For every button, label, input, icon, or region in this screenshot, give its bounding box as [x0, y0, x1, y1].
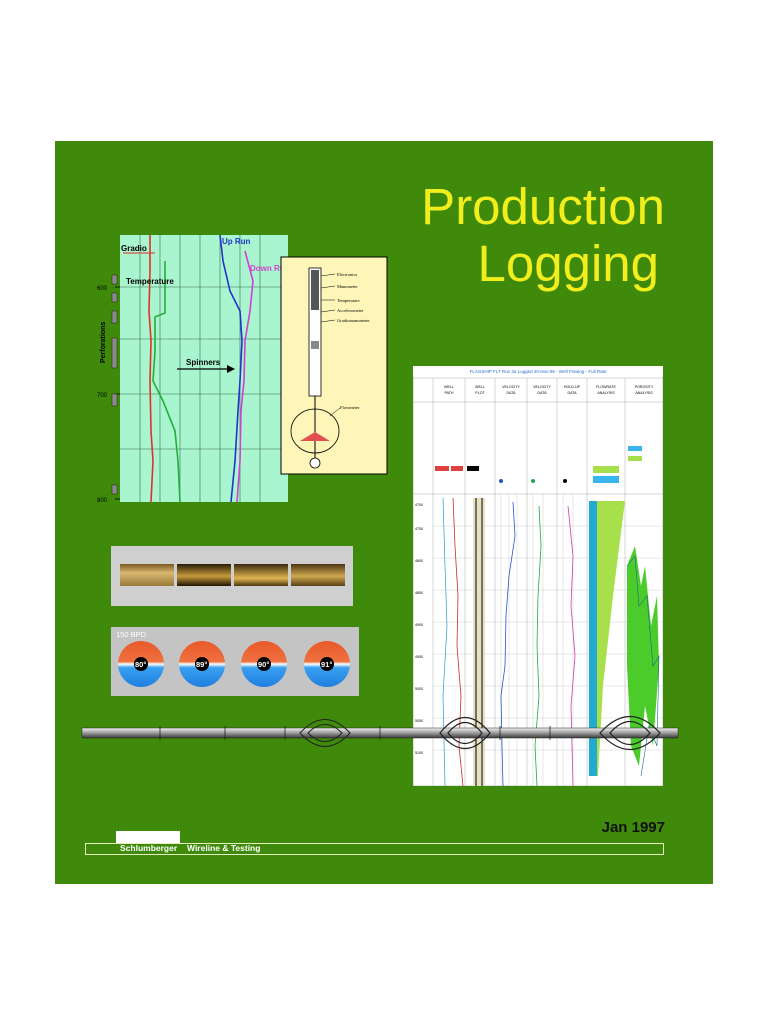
right-log-header: FLAGSHIP FLT Run 3a Logged 30-Nov-96 - W… — [470, 369, 607, 374]
temperature-curve — [152, 261, 181, 503]
flowrate-water — [589, 501, 597, 776]
up-run-label: Up Run — [222, 237, 251, 246]
disk-center — [257, 657, 271, 671]
tool-label: Accelerometer — [337, 308, 364, 313]
footer-division: Wireline & Testing — [187, 843, 261, 853]
column-title: FLOWRATE — [596, 385, 616, 389]
gradio-label: Gradio — [121, 244, 147, 253]
sensor-image — [234, 564, 288, 586]
disk-center — [320, 657, 334, 671]
column-title: WELL — [475, 385, 485, 389]
right-log-header-bar — [413, 366, 663, 376]
disk-angle: 91° — [321, 660, 332, 669]
column-title: DATA — [567, 391, 577, 395]
left-log-figure: Gradio Temperature Up Run Down Run Spinn… — [97, 234, 290, 504]
tool-string — [81, 716, 679, 750]
depth-tick: 4900 — [415, 623, 423, 627]
centralizer — [299, 719, 351, 747]
tool-leader-lines — [320, 273, 341, 417]
column-title: VELOCITY — [533, 385, 551, 389]
sensor-image — [120, 564, 174, 586]
depth-tick: 5050 — [415, 719, 423, 723]
tool-label: Temperature — [337, 298, 360, 303]
spinner-cage — [599, 716, 661, 750]
depth-tick: 4750 — [415, 527, 423, 531]
right-log-frame — [413, 366, 663, 786]
spinner-blade — [300, 432, 330, 441]
column-title: PLOT — [475, 391, 485, 395]
tool-label: Gradiomanometer — [337, 318, 370, 323]
spinners-arrowhead — [227, 365, 235, 373]
footer-bar — [85, 843, 664, 855]
down-run-label: Down Run — [250, 264, 290, 273]
right-log-figure: FLAGSHIP FLT Run 3a Logged 30-Nov-96 - W… — [413, 366, 663, 786]
column-title: WELL — [444, 385, 454, 389]
flowrate-oil — [597, 501, 625, 776]
column-title: DATA — [537, 391, 547, 395]
gradio-curve — [148, 235, 154, 503]
tool-diagram: Electronics Manometer Temperature Accele… — [280, 256, 388, 475]
column-title: ANALYSIS — [635, 391, 653, 395]
disk-angle: 80° — [135, 660, 146, 669]
legend-swatches — [435, 446, 642, 483]
flowmeter-cage — [439, 717, 491, 749]
depth-tick: 5100 — [415, 751, 423, 755]
column-title: ANALYSIS — [597, 391, 615, 395]
column-title: POROSITY — [635, 385, 654, 389]
sensor-image — [291, 564, 345, 586]
footer-logo-box — [116, 831, 180, 843]
column-title: HOLD-UP — [564, 385, 581, 389]
depth-tick: 4700 — [415, 503, 423, 507]
well-path-curve — [452, 497, 464, 786]
holdup-disks: 80° 89° 90° 91° — [118, 641, 350, 687]
up-run-curve — [219, 234, 243, 503]
electronics-section — [311, 270, 319, 310]
tool-diagram-frame — [280, 256, 388, 475]
tool-label: Manometer — [337, 284, 358, 289]
depth-tick: 4800 — [415, 559, 423, 563]
title-line-2: Logging — [477, 235, 659, 292]
velocity-curve — [534, 505, 542, 786]
holdup-curve — [567, 505, 576, 786]
cover-page: Production Logging Gradio Temperature U — [55, 141, 713, 884]
footer-brand: Schlumberger — [120, 843, 178, 853]
tool-nose — [309, 457, 321, 469]
column-title: VELOCITY — [502, 385, 520, 389]
disk-center — [134, 657, 148, 671]
sensor-image — [177, 564, 231, 586]
depth-tick: 4950 — [415, 655, 423, 659]
depth-label: 600 — [97, 286, 108, 292]
column-title: PATH — [444, 391, 453, 395]
temperature-label: Temperature — [126, 277, 174, 286]
disk-center — [195, 657, 209, 671]
porosity-fill — [627, 546, 659, 766]
down-run-curve — [236, 250, 254, 503]
depth-tick: 4850 — [415, 591, 423, 595]
flow-rate-label: 150 BPD — [116, 630, 147, 639]
tool-label: Electronics — [337, 272, 357, 277]
depth-tick: 5000 — [415, 687, 423, 691]
accelerometer-section — [311, 341, 319, 349]
title-line-1: Production — [421, 178, 665, 235]
perforation-markers — [111, 274, 118, 495]
holdup-disk-panel: 150 BPD 80° 89° 90° 91° — [111, 627, 359, 696]
depth-label: 700 — [97, 393, 108, 399]
spinners-label: Spinners — [186, 358, 221, 367]
perforations-label: Perforations — [100, 322, 107, 363]
column-title: DATA — [506, 391, 516, 395]
sensor-image-panel — [111, 546, 353, 606]
depth-label: 800 — [97, 498, 108, 504]
tool-label: Flowmeter — [340, 405, 360, 410]
disk-angle: 89° — [196, 660, 207, 669]
tool-joints — [159, 726, 551, 740]
publication-date: Jan 1997 — [601, 819, 665, 836]
disk-angle: 90° — [258, 660, 269, 669]
well-path-curve — [442, 497, 448, 786]
